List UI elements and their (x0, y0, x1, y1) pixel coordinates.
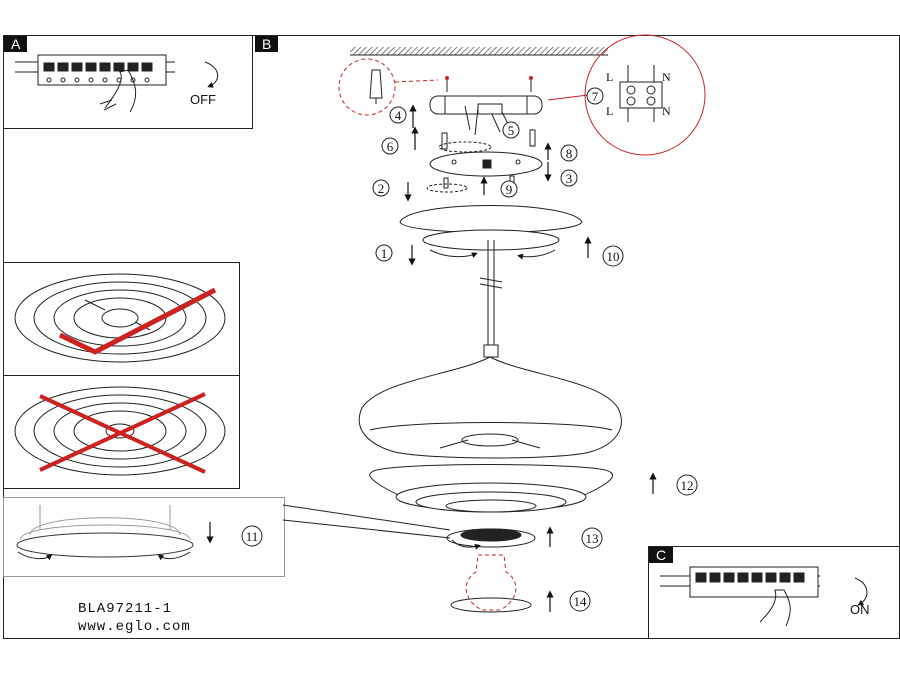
correct-illustration (14, 273, 226, 363)
lamp-diffuser (369, 464, 613, 513)
step-11-circle (241, 525, 263, 547)
off-label: OFF (190, 92, 216, 107)
step-1-circle (375, 244, 393, 262)
step-5-circle (502, 121, 520, 139)
terminal-l-bottom: L (606, 104, 614, 118)
pendant-cable (479, 240, 503, 358)
breaker-rail-on (660, 566, 868, 627)
incorrect-panel (3, 375, 240, 489)
step-7-circle (586, 87, 604, 105)
cross-mark (39, 392, 206, 474)
step-14: 14 (574, 594, 588, 609)
step-9-circle (500, 180, 518, 198)
screws (438, 129, 536, 153)
step-10: 10 (607, 249, 620, 264)
step-5: 5 (508, 123, 515, 138)
step-3-circle (560, 169, 578, 187)
ceiling-hatch (350, 47, 608, 55)
step-6: 6 (387, 139, 394, 154)
bulb (465, 554, 517, 611)
mounting-plate (429, 151, 543, 177)
step-3: 3 (566, 171, 573, 186)
step-13-circle (581, 527, 603, 549)
step-13: 13 (586, 531, 599, 546)
website: www.eglo.com (78, 619, 191, 635)
canopy-base (429, 95, 543, 136)
step-11: 11 (246, 529, 259, 544)
panel-a (3, 35, 253, 129)
terminal-n-bottom: N (662, 104, 671, 118)
lamp-shade (358, 356, 622, 459)
terminal-l-top: L (606, 70, 614, 84)
step-1: 1 (381, 246, 388, 261)
on-label: ON (850, 602, 870, 617)
panel-c-tag: C (649, 547, 674, 563)
panel-a-tag: A (4, 36, 28, 52)
socket-ring (446, 528, 536, 550)
step-2: 2 (378, 181, 385, 196)
step-12-circle (676, 474, 698, 496)
step-10-circle (602, 245, 624, 267)
step-6-circle (381, 137, 399, 155)
detail-11-ring (16, 505, 194, 561)
detail-panel-11 (3, 497, 285, 577)
step-7: 7 (592, 89, 599, 104)
step-2-circle (372, 179, 390, 197)
step-8-circle (560, 144, 578, 162)
incorrect-illustration (14, 386, 226, 476)
step-8: 8 (566, 146, 573, 161)
step-14-circle (569, 590, 591, 612)
terminal-block-detail (547, 34, 706, 156)
breaker-rail-off (15, 54, 219, 113)
model-code: BLA97211-1 (78, 601, 173, 617)
step-4-circle (389, 106, 407, 124)
ceiling-canopy (399, 205, 583, 260)
step-arrows (206, 104, 657, 612)
check-mark (58, 287, 217, 355)
step-12: 12 (681, 478, 694, 493)
terminal-n-top: N (662, 70, 671, 84)
step-4: 4 (395, 108, 402, 123)
step-9: 9 (506, 182, 513, 197)
wall-plug-detail (338, 58, 439, 116)
panel-b-tag: B (255, 36, 279, 52)
